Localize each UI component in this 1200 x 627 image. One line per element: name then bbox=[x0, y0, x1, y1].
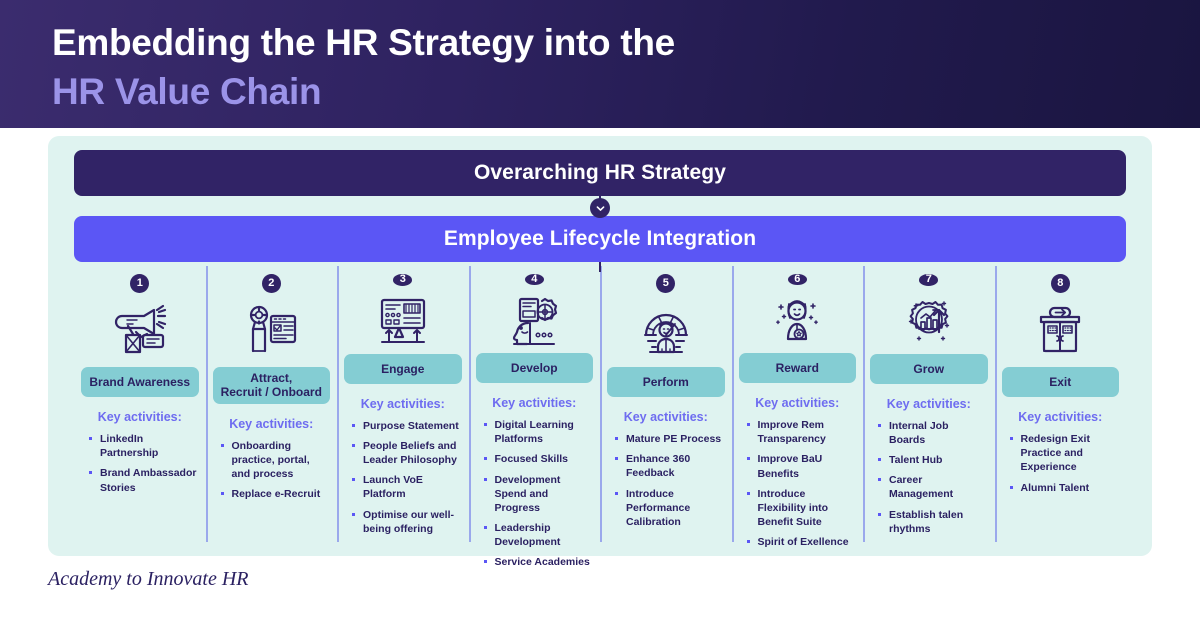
overarching-hr-strategy-label: Overarching HR Strategy bbox=[473, 161, 727, 184]
stage-number-badge: 6 bbox=[787, 274, 807, 285]
dashboard-engage-icon bbox=[373, 292, 433, 350]
stage-number-badge: 8 bbox=[1050, 274, 1070, 293]
megaphone-icon bbox=[110, 299, 170, 363]
recruit-profile-form-icon bbox=[241, 299, 301, 363]
reward-person-medal-icon bbox=[767, 291, 827, 349]
activity-item: Redesign Exit Practice and Experience bbox=[1009, 432, 1120, 475]
brand-footer: Academy to Innovate HR bbox=[48, 568, 249, 590]
stage-pill-label: Reward bbox=[738, 353, 856, 383]
stage-number-badge: 1 bbox=[130, 274, 150, 293]
key-activities-heading: Key activities: bbox=[755, 396, 840, 410]
key-activities-heading: Key activities: bbox=[886, 396, 971, 411]
stage-pill-label: Engage bbox=[344, 353, 462, 384]
activity-item: Internal Job Boards bbox=[878, 419, 988, 447]
stage-column-attract-recruit-onboard[interactable]: 2 bbox=[205, 266, 338, 542]
activity-item: Launch VoE Platform bbox=[352, 473, 462, 501]
stage-column-exit[interactable]: 8 bbox=[994, 266, 1127, 542]
activities-list: Internal Job Boards Talent Hub Career Ma… bbox=[870, 419, 988, 542]
activity-item: Career Management bbox=[878, 473, 988, 501]
diagram-canvas: Overarching HR Strategy Employee Lifecyc… bbox=[0, 128, 1200, 627]
activities-list: LinkedIn Partnership Brand Ambassador St… bbox=[81, 432, 199, 501]
key-activities-heading: Key activities: bbox=[97, 410, 182, 424]
page-title: Embedding the HR Strategy into the HR Va… bbox=[52, 18, 1200, 116]
stage-column-perform[interactable]: 5 bbox=[600, 266, 732, 542]
activity-item: Improve Rem Transparency bbox=[746, 418, 857, 446]
activity-item: Service Academies bbox=[483, 555, 594, 569]
stage-pill-label: Develop bbox=[475, 353, 593, 383]
stage-column-develop[interactable]: 4 bbox=[468, 266, 601, 568]
exit-doors-icon bbox=[1030, 299, 1090, 363]
head-learning-gear-icon bbox=[504, 291, 564, 349]
performance-gauge-person-icon bbox=[636, 299, 696, 363]
key-activities-heading: Key activities: bbox=[492, 396, 577, 410]
activity-item: Optimise our well-being offering bbox=[352, 508, 462, 536]
activity-item: Development Spend and Progress bbox=[483, 473, 594, 516]
value-chain-panel: Overarching HR Strategy Employee Lifecyc… bbox=[48, 136, 1152, 568]
stage-column-grow[interactable]: 7 bbox=[863, 266, 995, 542]
stage-number-badge: 4 bbox=[524, 274, 544, 285]
page-title-line-1: Embedding the HR Strategy into the bbox=[52, 22, 675, 63]
employee-lifecycle-integration-label: Employee Lifecycle Integration bbox=[443, 227, 757, 250]
activities-list: Mature PE Process Enhance 360 Feedback I… bbox=[607, 432, 725, 535]
stage-pill-label: Exit bbox=[1001, 367, 1119, 397]
stage-column-engage[interactable]: 3 bbox=[337, 266, 469, 542]
activity-item: Establish talen rhythms bbox=[878, 508, 988, 536]
overarching-hr-strategy-banner: Overarching HR Strategy bbox=[74, 150, 1126, 196]
stage-pill-label: Perform bbox=[607, 367, 725, 397]
activity-item: Enhance 360 Feedback bbox=[615, 452, 725, 480]
stage-pill-label: Brand Awareness bbox=[81, 367, 199, 397]
stage-number-badge: 2 bbox=[261, 274, 281, 293]
stage-number-badge: 3 bbox=[393, 274, 413, 286]
lifecycle-stage-columns: 1 Brand Awareness Key activ bbox=[74, 266, 1127, 568]
key-activities-heading: Key activities: bbox=[360, 396, 445, 411]
employee-lifecycle-integration-banner: Employee Lifecycle Integration bbox=[74, 216, 1126, 262]
activity-item: Purpose Statement bbox=[352, 419, 462, 433]
activity-item: Mature PE Process bbox=[615, 432, 725, 446]
activity-item: Focused Skills bbox=[483, 452, 594, 466]
key-activities-heading: Key activities: bbox=[1018, 410, 1103, 424]
activities-list: Improve Rem Transparency Improve BaU Ben… bbox=[739, 418, 857, 555]
activities-list: Redesign Exit Practice and Experience Al… bbox=[1002, 432, 1120, 501]
activity-item: LinkedIn Partnership bbox=[89, 432, 199, 460]
chevron-down-icon bbox=[590, 198, 610, 218]
activity-item: Leadership Development bbox=[483, 521, 594, 549]
activity-item: Replace e-Recruit bbox=[220, 487, 331, 501]
key-activities-heading: Key activities: bbox=[229, 416, 314, 431]
stage-column-brand-awareness[interactable]: 1 Brand Awareness Key activ bbox=[74, 266, 206, 542]
activity-item: Introduce Flexibility into Benefit Suite bbox=[746, 487, 857, 530]
activities-list: Onboarding practice, portal, and process… bbox=[213, 439, 331, 508]
page-header: Embedding the HR Strategy into the HR Va… bbox=[0, 0, 1200, 128]
stage-pill-label: Grow bbox=[870, 353, 988, 384]
stage-number-badge: 5 bbox=[656, 274, 676, 293]
activity-item: Improve BaU Benefits bbox=[746, 452, 857, 480]
stage-column-reward[interactable]: 6 bbox=[731, 266, 864, 548]
activity-item: Brand Ambassador Stories bbox=[89, 466, 199, 494]
activity-item: Spirit of Exellence bbox=[746, 535, 857, 549]
page-title-line-2: HR Value Chain bbox=[52, 71, 322, 113]
activities-list: Purpose Statement People Beliefs and Lea… bbox=[344, 419, 462, 542]
activity-item: Digital Learning Platforms bbox=[483, 418, 594, 446]
activity-item: Introduce Performance Calibration bbox=[615, 487, 725, 530]
activity-item: People Beliefs and Leader Philosophy bbox=[352, 439, 462, 467]
activity-item: Onboarding practice, portal, and process bbox=[220, 439, 331, 482]
activity-item: Talent Hub bbox=[878, 453, 988, 467]
activities-list: Digital Learning Platforms Focused Skill… bbox=[476, 418, 594, 576]
stage-number-badge: 7 bbox=[919, 274, 939, 286]
stage-pill-label: Attract, Recruit / Onboard bbox=[212, 367, 330, 404]
growth-gear-arrow-icon bbox=[899, 292, 959, 350]
key-activities-heading: Key activities: bbox=[623, 410, 708, 424]
activity-item: Alumni Talent bbox=[1009, 481, 1120, 495]
